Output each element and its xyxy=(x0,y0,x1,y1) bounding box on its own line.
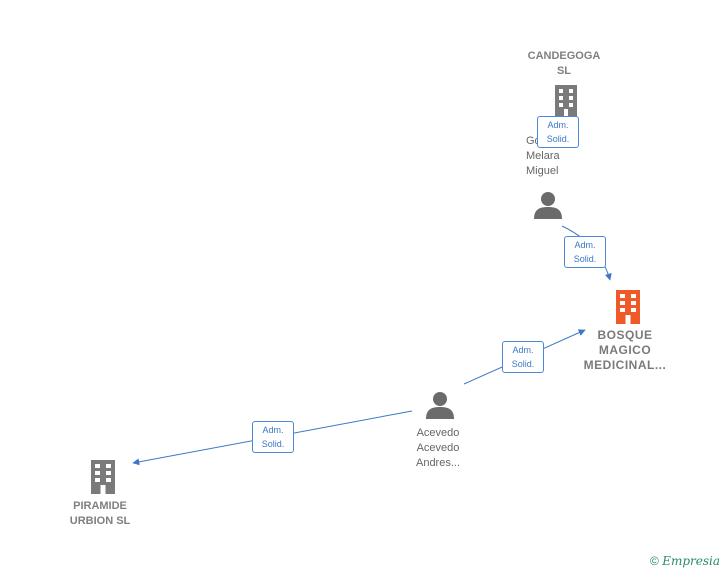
brand-name: Empresia xyxy=(662,554,720,568)
person-label-acevedo[interactable]: Acevedo Acevedo Andres... xyxy=(415,427,461,469)
person-label-melara[interactable]: Go Melara Miguel xyxy=(526,135,560,177)
company-label-piramide[interactable]: PIRAMIDE URBION SL xyxy=(69,500,131,527)
footer-brand[interactable]: © Empresia xyxy=(650,554,720,568)
company-label-bosque[interactable]: BOSQUE MAGICO MEDICINAL... xyxy=(583,328,667,372)
relation-badge-candegoga-melara[interactable]: Adm. Solid. xyxy=(537,116,579,148)
person-icon[interactable] xyxy=(534,191,562,219)
person-icon[interactable] xyxy=(426,391,454,419)
relation-badge-melara-bosque[interactable]: Adm. Solid. xyxy=(564,236,606,268)
building-icon[interactable] xyxy=(554,85,578,117)
relation-badge-acevedo-bosque[interactable]: Adm. Solid. xyxy=(502,341,544,373)
company-label-candegoga[interactable]: CANDEGOGA SL xyxy=(527,50,601,77)
copyright-icon: © xyxy=(650,554,659,568)
building-icon[interactable] xyxy=(614,290,642,324)
relation-badge-acevedo-piramide[interactable]: Adm. Solid. xyxy=(252,421,294,453)
building-icon[interactable] xyxy=(89,460,117,494)
